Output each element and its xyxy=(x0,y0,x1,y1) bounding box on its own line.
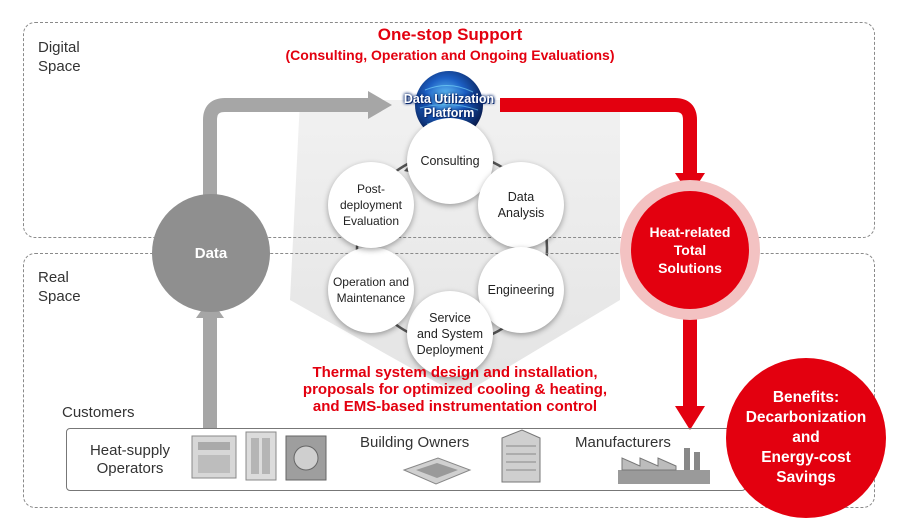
digital-space-label: Digital Space xyxy=(38,39,81,75)
real-space-label: Real Space xyxy=(38,269,81,305)
real-space-zone xyxy=(23,253,875,508)
solutions-halo: Heat-related Total Solutions xyxy=(620,180,760,320)
office-building-icon xyxy=(501,429,541,483)
cycle-step-consulting: Consulting xyxy=(407,118,493,204)
customer-heat-supply: Heat-supply Operators xyxy=(89,442,171,477)
page-subtitle: (Consulting, Operation and Ongoing Evalu… xyxy=(285,47,615,63)
factory-icon xyxy=(618,448,710,484)
cycle-step-service: Service and System Deployment xyxy=(407,291,493,377)
digital-space-zone xyxy=(23,22,875,238)
data-circle-label: Data xyxy=(194,244,228,262)
data-circle: Data xyxy=(152,194,270,312)
benefits-circle: Benefits: Decarbonization and Energy-cos… xyxy=(726,358,886,518)
platform-label: Data Utilization Platform xyxy=(403,92,495,120)
red-arrow-right-down xyxy=(500,98,697,175)
red-arrowhead-down-2 xyxy=(675,406,705,430)
customers-label: Customers xyxy=(62,404,135,421)
cycle-step-engineering: Engineering xyxy=(478,247,564,333)
solutions-circle: Heat-related Total Solutions xyxy=(631,191,749,309)
cycle-step-data-analysis: Data Analysis xyxy=(478,162,564,248)
building-ac-unit-icon xyxy=(402,457,472,485)
heat-supply-equipment-icon xyxy=(191,431,327,481)
page-title: One-stop Support xyxy=(377,25,523,44)
thermal-services-text: Thermal system design and installation, … xyxy=(302,364,608,415)
gray-arrowhead-right xyxy=(368,91,392,119)
customer-manufacturers: Manufacturers xyxy=(575,434,671,451)
customer-building-owners: Building Owners xyxy=(360,434,470,451)
gray-arrow-up-left xyxy=(203,98,370,410)
cycle-step-post-deployment: Post-deployment Evaluation xyxy=(328,162,414,248)
cycle-step-operation: Operation and Maintenance xyxy=(328,247,414,333)
